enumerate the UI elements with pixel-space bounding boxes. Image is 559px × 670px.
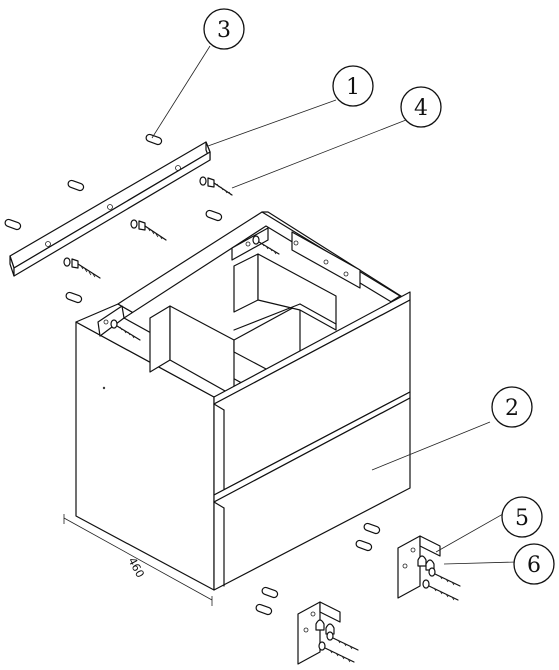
dowel [261, 586, 279, 599]
screw [428, 567, 461, 587]
callout-6: 6 [513, 543, 555, 585]
callout-5: 5 [501, 496, 543, 538]
dowel [255, 603, 273, 616]
screw [326, 631, 359, 651]
screw [199, 176, 233, 196]
svg-text:2: 2 [505, 396, 519, 421]
dowel [355, 539, 373, 552]
screw [130, 219, 167, 241]
hanging-brackets [97, 227, 361, 341]
screw [422, 579, 459, 601]
leader-lines [151, 45, 517, 565]
dowel [67, 179, 85, 192]
screw [318, 641, 355, 663]
svg-text:6: 6 [527, 553, 541, 578]
screw [110, 319, 141, 341]
dimension-label: 460 [125, 555, 146, 580]
svg-text:5: 5 [515, 506, 529, 531]
foot-bracket-right [397, 535, 461, 601]
wall-screws [63, 176, 233, 279]
callout-3: 3 [203, 8, 245, 50]
wall-dowels [4, 133, 223, 304]
screw [252, 235, 280, 255]
dowel [145, 133, 163, 146]
svg-text:1: 1 [346, 75, 360, 100]
foot-bracket-left [297, 601, 359, 665]
dowel [65, 291, 83, 304]
callout-1: 1 [332, 65, 374, 107]
callout-2: 2 [491, 386, 533, 428]
wall-rail [9, 141, 211, 277]
dowel [205, 209, 223, 222]
cabinet [75, 211, 411, 591]
callout-4: 4 [400, 86, 442, 128]
dowel [4, 218, 22, 231]
foot-dowels [255, 522, 381, 616]
dowel [363, 522, 381, 535]
svg-text:4: 4 [414, 96, 428, 121]
screw [63, 257, 101, 279]
svg-text:3: 3 [217, 18, 231, 43]
